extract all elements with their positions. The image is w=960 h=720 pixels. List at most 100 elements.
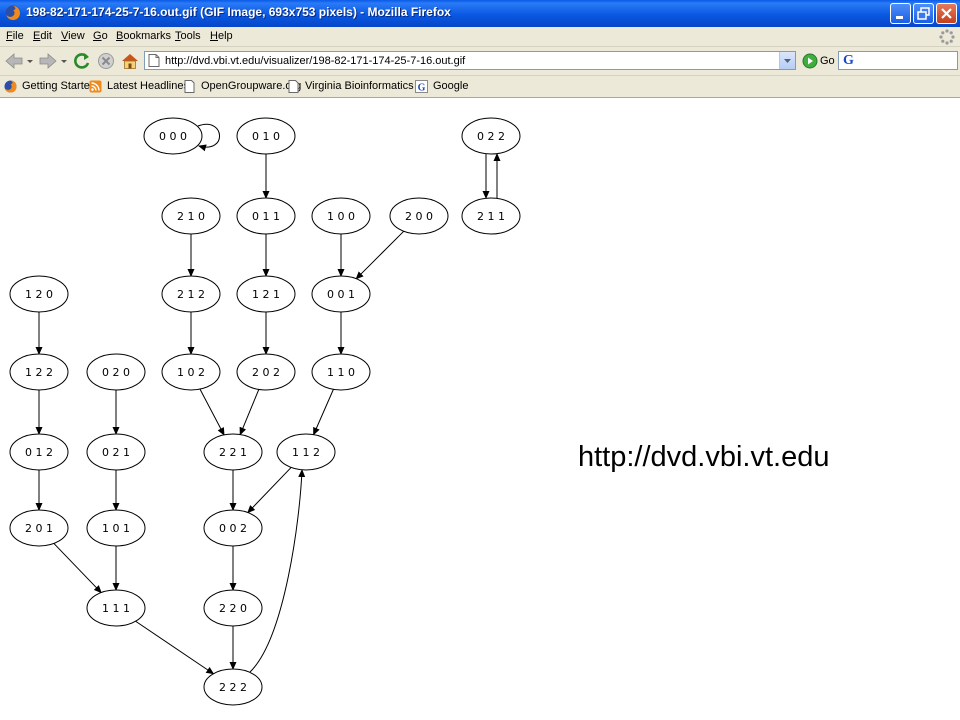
graph-edge — [199, 388, 225, 436]
graph-node: 0 2 1 — [86, 433, 146, 471]
bookmarks-toolbar: Getting Started Latest Headlines OpenGro… — [0, 76, 960, 98]
menu-help[interactable]: Help — [210, 30, 233, 42]
go-button-label[interactable]: Go — [820, 55, 835, 67]
close-button[interactable] — [936, 3, 957, 24]
bookmark-opengroupware[interactable]: OpenGroupware.org — [183, 79, 301, 94]
graph-node-ellipse — [86, 353, 146, 391]
close-icon — [941, 8, 952, 19]
graph-node-ellipse — [236, 117, 296, 155]
navigation-toolbar: Go G — [0, 47, 960, 76]
graph-node-label: 1 2 2 — [25, 366, 53, 379]
menu-tools-key: T — [175, 30, 181, 42]
graph-node-label: 0 0 0 — [159, 130, 187, 143]
graph-node: 1 0 0 — [311, 197, 371, 235]
forward-dropdown-icon[interactable] — [60, 51, 68, 71]
url-input[interactable] — [165, 52, 775, 69]
graph-edge — [313, 389, 334, 436]
stop-icon[interactable] — [96, 51, 116, 71]
bookmark-label: Latest Headlines — [107, 80, 189, 92]
graph-edge — [135, 620, 215, 675]
graph-node: 2 1 0 — [161, 197, 221, 235]
window-title: 198-82-171-174-25-7-16.out.gif (GIF Imag… — [26, 5, 451, 19]
address-bar[interactable] — [144, 51, 796, 70]
graph-node-ellipse — [236, 275, 296, 313]
maximize-button[interactable] — [913, 3, 934, 24]
bookmark-virginia-bioinformatics[interactable]: Virginia Bioinformatics ... — [287, 79, 426, 94]
graph-node: 1 0 2 — [161, 353, 221, 391]
graph-node: 0 2 0 — [86, 353, 146, 391]
google-icon: G — [415, 80, 428, 93]
graph-node-label: 2 2 1 — [219, 446, 247, 459]
graph-node-label: 2 1 1 — [477, 210, 505, 223]
menu-help-key: H — [210, 30, 218, 42]
graph-node-ellipse — [9, 433, 69, 471]
chevron-down-icon — [784, 59, 791, 63]
menu-bookmarks-key: B — [116, 30, 124, 42]
minimize-button[interactable] — [890, 3, 911, 24]
bookmark-latest-headlines[interactable]: Latest Headlines — [89, 79, 189, 94]
page-icon — [148, 54, 160, 67]
graph-edge — [239, 389, 260, 436]
graph-node-ellipse — [203, 668, 263, 706]
graph-node-label: 1 0 0 — [327, 210, 355, 223]
bookmark-label: Virginia Bioinformatics ... — [305, 80, 426, 92]
menu-bookmarks[interactable]: Bookmarks — [116, 30, 171, 42]
graph-node-ellipse — [9, 353, 69, 391]
restore-icon — [917, 7, 930, 20]
back-arrow-icon[interactable] — [4, 51, 24, 71]
graph-node-label: 2 2 0 — [219, 602, 247, 615]
graph-node: 1 1 1 — [86, 589, 146, 627]
graph-node-label: 0 0 2 — [219, 522, 247, 535]
menu-tools-label: ools — [180, 30, 201, 42]
graph-node: 0 2 2 — [461, 117, 521, 155]
svg-text:G: G — [418, 83, 426, 94]
graph-node-label: 1 1 2 — [292, 446, 320, 459]
home-icon[interactable] — [120, 51, 140, 71]
graph-node-ellipse — [143, 117, 203, 155]
graph-node: 1 1 2 — [276, 433, 336, 471]
reload-icon[interactable] — [72, 51, 92, 71]
graph-node: 0 0 1 — [311, 275, 371, 313]
graph-node: 1 2 2 — [9, 353, 69, 391]
forward-arrow-icon[interactable] — [38, 51, 58, 71]
page-icon — [288, 80, 299, 93]
graph-node-ellipse — [311, 275, 371, 313]
back-dropdown-icon[interactable] — [26, 51, 34, 71]
bookmark-google[interactable]: G Google — [415, 79, 471, 94]
graph-node-label: 0 1 0 — [252, 130, 280, 143]
graph-node: 0 1 1 — [236, 197, 296, 235]
menu-view[interactable]: View — [61, 30, 85, 42]
search-input[interactable] — [859, 52, 954, 69]
window-title-bar[interactable]: 198-82-171-174-25-7-16.out.gif (GIF Imag… — [0, 0, 960, 28]
graph-node-label: 1 1 0 — [327, 366, 355, 379]
graph-node-ellipse — [86, 589, 146, 627]
menu-bookmarks-label: ookmarks — [123, 30, 172, 42]
graph-node-ellipse — [311, 353, 371, 391]
graph-node: 2 2 2 — [203, 668, 263, 706]
graph-node-ellipse — [203, 433, 263, 471]
go-arrow-icon[interactable] — [802, 53, 818, 69]
menu-go[interactable]: Go — [93, 30, 108, 42]
graph-node-label: 0 2 0 — [102, 366, 130, 379]
url-dropdown-button[interactable] — [779, 52, 795, 69]
google-search-engine-icon[interactable]: G — [843, 53, 854, 68]
graph-self-loop — [197, 123, 220, 152]
graph-node-ellipse — [161, 353, 221, 391]
firefox-icon — [4, 80, 17, 93]
graph-node-ellipse — [461, 117, 521, 155]
graph-node: 0 0 2 — [203, 509, 263, 547]
menu-edit[interactable]: Edit — [33, 30, 52, 42]
search-bar[interactable]: G — [838, 51, 958, 70]
bookmark-getting-started[interactable]: Getting Started — [4, 79, 96, 94]
menu-tools[interactable]: Tools — [175, 30, 201, 42]
bookmark-label: Google — [433, 80, 469, 92]
firefox-icon — [5, 5, 21, 21]
graph-node: 0 0 0 — [143, 117, 203, 155]
graph-node: 2 1 1 — [461, 197, 521, 235]
menu-file[interactable]: File — [6, 30, 24, 42]
graph-node-label: 2 1 0 — [177, 210, 205, 223]
minimize-icon — [896, 16, 903, 19]
graph-node-ellipse — [203, 509, 263, 547]
